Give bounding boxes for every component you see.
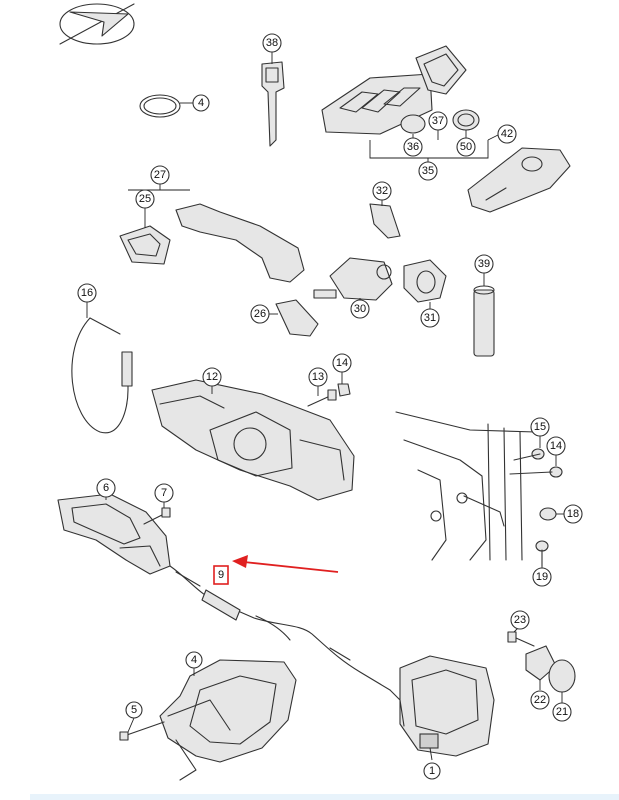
- part-cable-16: [71, 317, 133, 434]
- svg-text:39: 39: [478, 258, 490, 270]
- callout-26[interactable]: 26: [250, 304, 270, 324]
- callout-9-highlighted[interactable]: 9: [213, 565, 229, 585]
- svg-text:35: 35: [422, 165, 434, 177]
- callout-21[interactable]: 21: [552, 702, 572, 722]
- part-door-lock: [389, 655, 495, 757]
- svg-text:38: 38: [266, 37, 278, 49]
- svg-text:9: 9: [218, 569, 224, 581]
- svg-text:37: 37: [432, 115, 444, 127]
- part-battery: [400, 114, 426, 134]
- svg-text:50: 50: [460, 141, 472, 153]
- svg-text:16: 16: [81, 287, 93, 299]
- callout-15[interactable]: 15: [530, 417, 550, 437]
- part-key-blade: [261, 61, 285, 147]
- part-grease-can: [473, 285, 495, 357]
- svg-text:7: 7: [161, 487, 167, 499]
- svg-text:23: 23: [514, 614, 526, 626]
- svg-text:4: 4: [191, 654, 197, 666]
- callout-18[interactable]: 18: [563, 504, 583, 524]
- svg-text:19: 19: [536, 571, 548, 583]
- part-remote-key: [467, 147, 571, 213]
- part-bolt-5: [119, 721, 165, 741]
- callout-23[interactable]: 23: [510, 610, 530, 630]
- callout-36[interactable]: 36: [403, 137, 423, 157]
- part-interior-handle: [57, 493, 171, 575]
- svg-text:13: 13: [312, 371, 324, 383]
- svg-text:14: 14: [550, 440, 562, 452]
- svg-text:25: 25: [139, 193, 151, 205]
- part-door-frame: [395, 411, 537, 561]
- callout-37[interactable]: 37: [428, 111, 448, 131]
- part-bolt-19: [535, 540, 549, 567]
- highlight-arrow: [232, 555, 339, 573]
- direction-logo: [59, 3, 135, 45]
- callout-12[interactable]: 12: [202, 367, 222, 387]
- part-bolt-13: [307, 389, 337, 407]
- svg-text:31: 31: [424, 312, 436, 324]
- svg-text:22: 22: [534, 694, 546, 706]
- part-cable-9: [169, 565, 391, 691]
- bottom-bar: [30, 794, 619, 800]
- callout-16[interactable]: 16: [77, 283, 97, 303]
- svg-text:26: 26: [254, 308, 266, 320]
- svg-text:32: 32: [376, 185, 388, 197]
- callout-35[interactable]: 35: [418, 161, 438, 181]
- callout-7[interactable]: 7: [154, 483, 174, 503]
- svg-text:18: 18: [567, 508, 579, 520]
- part-gasket: [275, 299, 319, 337]
- callout-13[interactable]: 13: [308, 367, 328, 387]
- part-screw-7: [143, 507, 171, 525]
- part-cap: [403, 259, 447, 303]
- callout-38[interactable]: 38: [262, 33, 282, 53]
- part-inner-frame: [159, 659, 297, 781]
- part-nut-14: [337, 383, 351, 397]
- callout-14-top[interactable]: 14: [332, 353, 352, 373]
- part-lock-cylinder: [313, 257, 393, 301]
- callout-19[interactable]: 19: [532, 567, 552, 587]
- svg-text:21: 21: [556, 706, 568, 718]
- part-o-ring: [139, 94, 181, 118]
- svg-text:27: 27: [154, 169, 166, 181]
- callout-39[interactable]: 39: [474, 254, 494, 274]
- callout-14-right[interactable]: 14: [546, 436, 566, 456]
- callout-31[interactable]: 31: [420, 308, 440, 328]
- callout-32[interactable]: 32: [372, 181, 392, 201]
- part-plate-21: [548, 659, 576, 693]
- svg-text:30: 30: [354, 303, 366, 315]
- callout-42[interactable]: 42: [497, 124, 517, 144]
- svg-text:15: 15: [534, 421, 546, 433]
- callout-6[interactable]: 6: [96, 478, 116, 498]
- svg-text:42: 42: [501, 128, 513, 140]
- callout-1[interactable]: 1: [423, 762, 441, 780]
- part-bolt-23: [507, 631, 535, 647]
- svg-text:12: 12: [206, 371, 218, 383]
- part-grommet-18: [539, 507, 557, 521]
- callout-4-bottom[interactable]: 4: [185, 651, 203, 669]
- svg-text:1: 1: [429, 765, 435, 777]
- svg-text:5: 5: [131, 704, 137, 716]
- part-cover: [369, 203, 401, 239]
- callout-5[interactable]: 5: [125, 701, 143, 719]
- callout-27[interactable]: 27: [150, 165, 170, 185]
- callout-4-top[interactable]: 4: [192, 94, 210, 112]
- callout-22[interactable]: 22: [530, 690, 550, 710]
- part-emblem: [452, 109, 480, 131]
- svg-text:36: 36: [407, 141, 419, 153]
- part-plate-22: [525, 645, 557, 681]
- callout-50[interactable]: 50: [456, 137, 476, 157]
- group-bracket-35: [369, 140, 489, 159]
- leader-lines: [86, 50, 564, 761]
- svg-text:6: 6: [103, 482, 109, 494]
- svg-text:4: 4: [198, 97, 204, 109]
- callout-30[interactable]: 30: [350, 299, 370, 319]
- callout-25[interactable]: 25: [135, 189, 155, 209]
- part-lock-carrier: [151, 379, 355, 501]
- svg-text:14: 14: [336, 357, 348, 369]
